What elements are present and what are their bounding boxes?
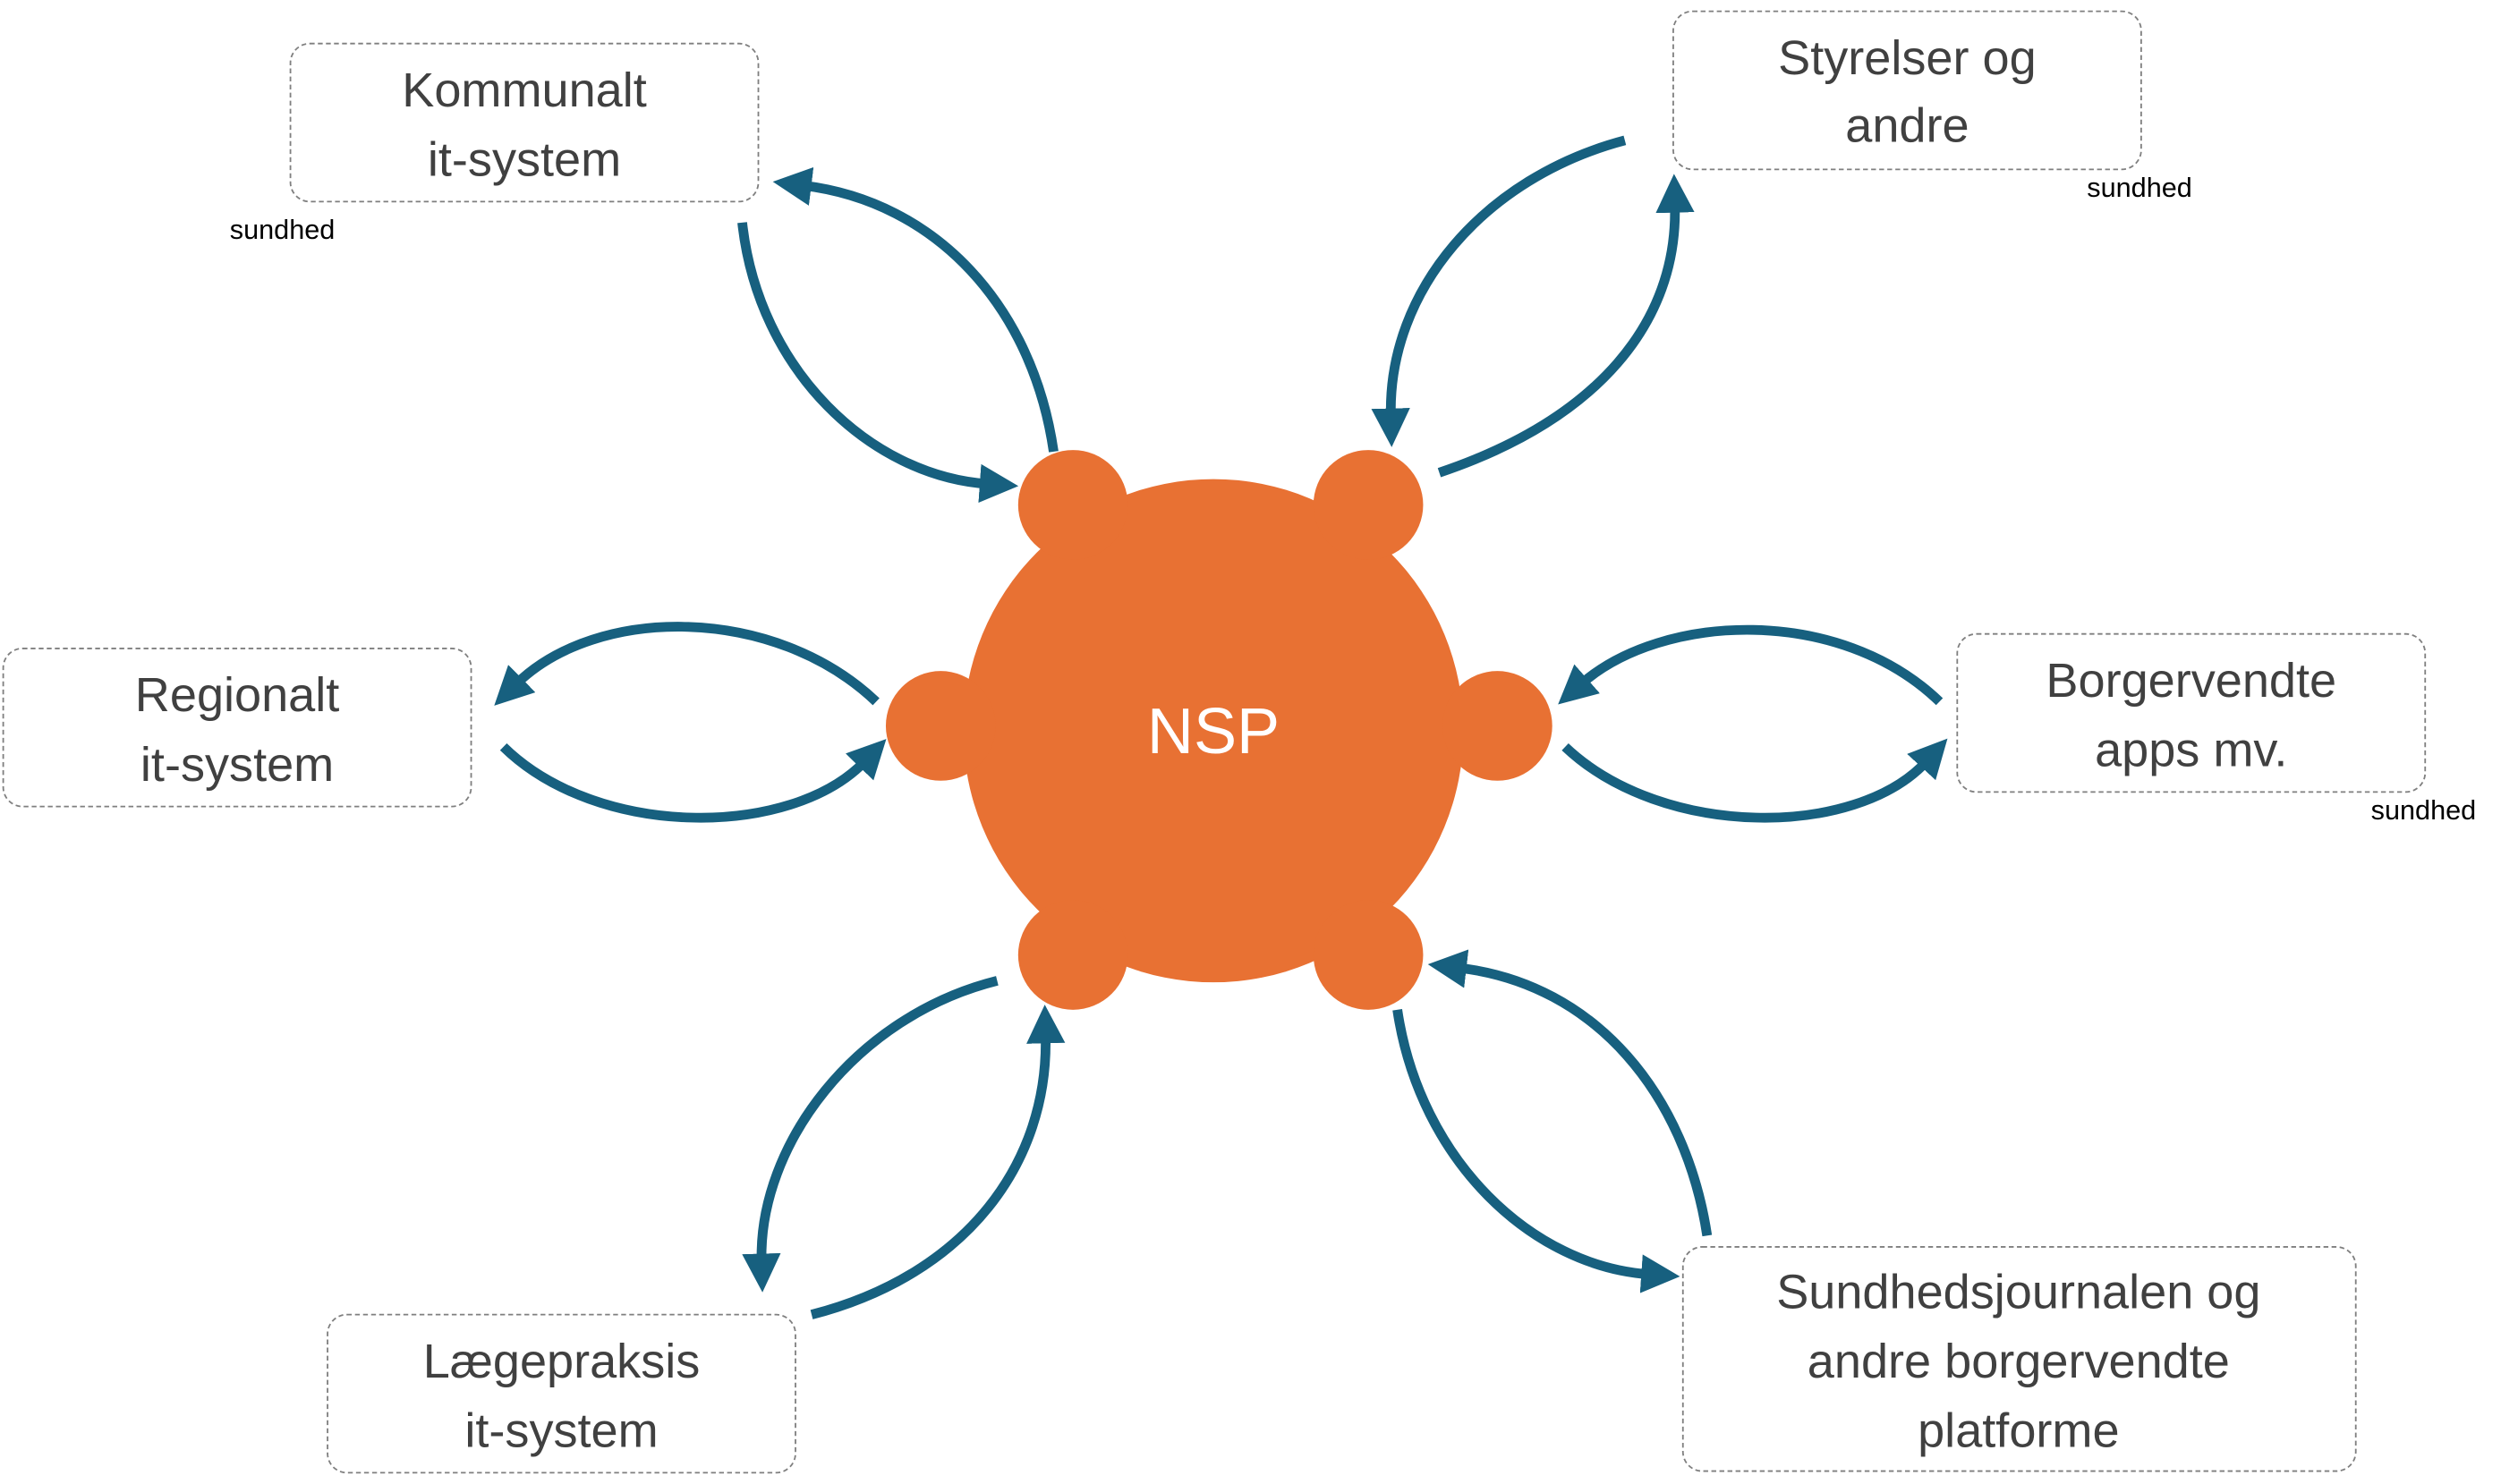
arrow-laegepraksis-to-nsp <box>810 1005 1066 1319</box>
node-kommunalt: Kommunalt it-system sundhed <box>230 42 760 245</box>
node-sundhedsjournalen: Sundhedsjournalen og andre borgervendte … <box>1681 1246 2357 1472</box>
node-label-line: andre <box>1845 99 1969 153</box>
arrow-nsp-to-styrelser <box>1437 174 1695 478</box>
arrow-regionalt-to-nsp <box>499 739 887 823</box>
node-regionalt: Regionalt it-system <box>2 648 472 808</box>
node-note: sundhed <box>230 215 336 245</box>
connection-arrows <box>494 135 1948 1319</box>
node-label-line: Kommunalt <box>402 64 647 117</box>
node-label-line: Borgervendte <box>2046 654 2336 708</box>
node-note: sundhed <box>2087 173 2192 203</box>
node-label-line: it-system <box>140 738 334 792</box>
arrow-styrelser-to-nsp <box>1371 135 1627 447</box>
nsp-hub <box>885 450 1552 1010</box>
node-label-line: Lægepraksis <box>423 1335 701 1388</box>
arrow-nsp-to-sundhedsjournalen <box>1392 1009 1680 1293</box>
arrow-sundhedsjournalen-to-nsp <box>1427 949 1713 1237</box>
arrow-kommunalt-to-nsp <box>737 222 1019 503</box>
arrow-nsp-to-laegepraksis <box>742 976 999 1293</box>
arrow-nsp-to-kommunalt <box>772 166 1059 453</box>
node-note: sundhed <box>2371 795 2477 826</box>
arrow-borgervendte-to-nsp <box>1558 624 1944 706</box>
node-label-line: andre borgervendte <box>1808 1335 2230 1388</box>
arrow-nsp-to-regionalt <box>494 622 880 706</box>
node-laegepraksis: Lægepraksis it-system <box>327 1313 796 1474</box>
node-label-line: it-system <box>428 133 621 187</box>
arrow-nsp-to-borgervendte <box>1561 738 1948 823</box>
node-label-line: platforme <box>1918 1404 2119 1458</box>
node-label-line: apps mv. <box>2095 724 2287 777</box>
node-label-line: Sundhedsjournalen og <box>1776 1265 2260 1319</box>
node-label-line: Regionalt <box>135 668 339 722</box>
nsp-label: NSP <box>1147 696 1280 767</box>
node-label-line: it-system <box>464 1404 658 1458</box>
node-borgervendte: Borgervendte apps mv. sundhed <box>1956 632 2477 826</box>
node-styrelser: Styrelser og andre sundhed <box>1672 10 2192 203</box>
node-label-line: Styrelser og <box>1778 31 2037 85</box>
